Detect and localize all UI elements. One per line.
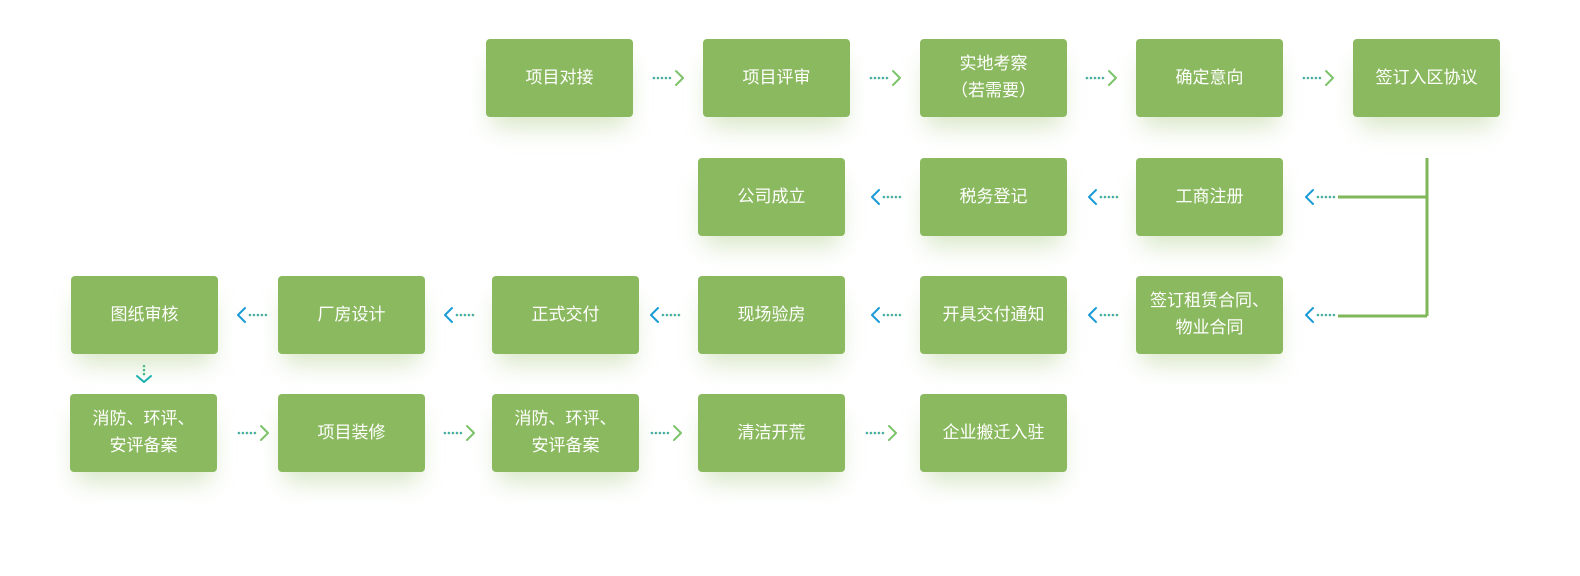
arrow-right xyxy=(237,425,269,441)
arrow-right xyxy=(1302,70,1334,86)
arrow-left xyxy=(1305,189,1336,205)
arrow-left xyxy=(444,307,475,323)
node-cleaning: 清洁开荒 xyxy=(698,394,845,472)
node-project-decoration: 项目装修 xyxy=(278,394,425,472)
node-site-acceptance: 现场验房 xyxy=(698,276,845,354)
node-tax-registration: 税务登记 xyxy=(920,158,1067,236)
arrow-right xyxy=(865,425,897,441)
connector-bracket xyxy=(1338,158,1429,318)
arrow-right xyxy=(443,425,475,441)
arrow-left xyxy=(1305,307,1336,323)
node-fire-env-safety-filing-2: 消防、环评、安评备案 xyxy=(492,394,639,472)
node-site-inspection: 实地考察（若需要） xyxy=(920,39,1067,117)
node-sign-park-agreement: 签订入区协议 xyxy=(1353,39,1500,117)
arrow-left xyxy=(237,307,268,323)
node-confirm-intention: 确定意向 xyxy=(1136,39,1283,117)
arrow-left xyxy=(871,307,902,323)
node-project-review: 项目评审 xyxy=(703,39,850,117)
arrow-right xyxy=(652,70,684,86)
arrow-left xyxy=(650,307,681,323)
node-sign-lease-contract: 签订租赁合同、物业合同 xyxy=(1136,276,1283,354)
node-formal-delivery: 正式交付 xyxy=(492,276,639,354)
node-project-intake: 项目对接 xyxy=(486,39,633,117)
arrow-right xyxy=(869,70,901,86)
node-plant-design: 厂房设计 xyxy=(278,276,425,354)
arrow-left xyxy=(871,189,902,205)
arrow-down xyxy=(136,364,152,383)
node-company-established: 公司成立 xyxy=(698,158,845,236)
arrow-left xyxy=(1088,189,1119,205)
node-enterprise-move-in: 企业搬迁入驻 xyxy=(920,394,1067,472)
node-business-registration: 工商注册 xyxy=(1136,158,1283,236)
node-fire-env-safety-filing-1: 消防、环评、安评备案 xyxy=(70,394,217,472)
node-drawing-review: 图纸审核 xyxy=(71,276,218,354)
arrow-right xyxy=(1085,70,1117,86)
arrow-right xyxy=(650,425,682,441)
arrow-left xyxy=(1088,307,1119,323)
node-delivery-notice: 开具交付通知 xyxy=(920,276,1067,354)
